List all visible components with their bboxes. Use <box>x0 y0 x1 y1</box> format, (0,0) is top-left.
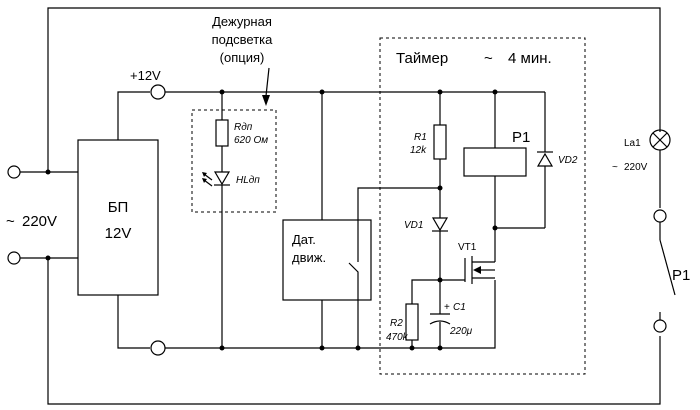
lamp-voltage: 220V <box>624 162 648 173</box>
c1-value: 220μ <box>449 326 473 337</box>
sensor-label-1: Дат. <box>292 232 316 247</box>
sensor-label-2: движ. <box>292 250 326 265</box>
vt1-name: VT1 <box>458 242 477 253</box>
vd2-name: VD2 <box>558 155 578 166</box>
standby-title-1: Дежурная <box>212 14 272 29</box>
c1-name: C1 <box>453 302 466 313</box>
plus-12v-rail <box>117 84 545 140</box>
standby-resistor-value: 620 Ом <box>234 135 268 146</box>
ground-rail <box>117 295 415 356</box>
standby-light-branch <box>191 67 277 348</box>
motion-sensor <box>282 92 443 348</box>
plus-12v-label: +12V <box>130 68 161 83</box>
vd1-name: VD1 <box>404 220 423 231</box>
mains-voltage-label: 220V <box>22 213 57 230</box>
switch-name: P1 <box>672 267 690 284</box>
timer-title: Таймер <box>396 50 448 67</box>
lamp-la1 <box>649 129 671 208</box>
c1-polarity: + <box>444 302 450 313</box>
standby-resistor-name: Rдп <box>234 122 253 133</box>
r1-name: R1 <box>414 132 427 143</box>
relay-coil-name: P1 <box>512 129 530 146</box>
lamp-tilde: ~ <box>612 162 618 173</box>
lamp-name: La1 <box>624 138 641 149</box>
mains-wiring <box>7 7 661 405</box>
relay-contact-p1 <box>653 209 676 333</box>
power-supply-block <box>77 139 159 296</box>
standby-title-2: подсветка <box>212 32 274 47</box>
power-supply-name: БП <box>108 199 129 216</box>
timer-tilde: ~ <box>484 50 493 67</box>
timer-duration: 4 мин. <box>508 50 552 67</box>
power-supply-voltage: 12V <box>105 225 132 242</box>
r2-value: 470k <box>386 332 409 343</box>
mains-tilde: ~ <box>6 213 15 230</box>
r2-name: R2 <box>390 318 403 329</box>
standby-led-name: HLдп <box>236 175 260 186</box>
timer-block <box>379 37 586 375</box>
standby-title-3: (опция) <box>220 50 265 65</box>
r1-value: 12k <box>410 145 427 156</box>
